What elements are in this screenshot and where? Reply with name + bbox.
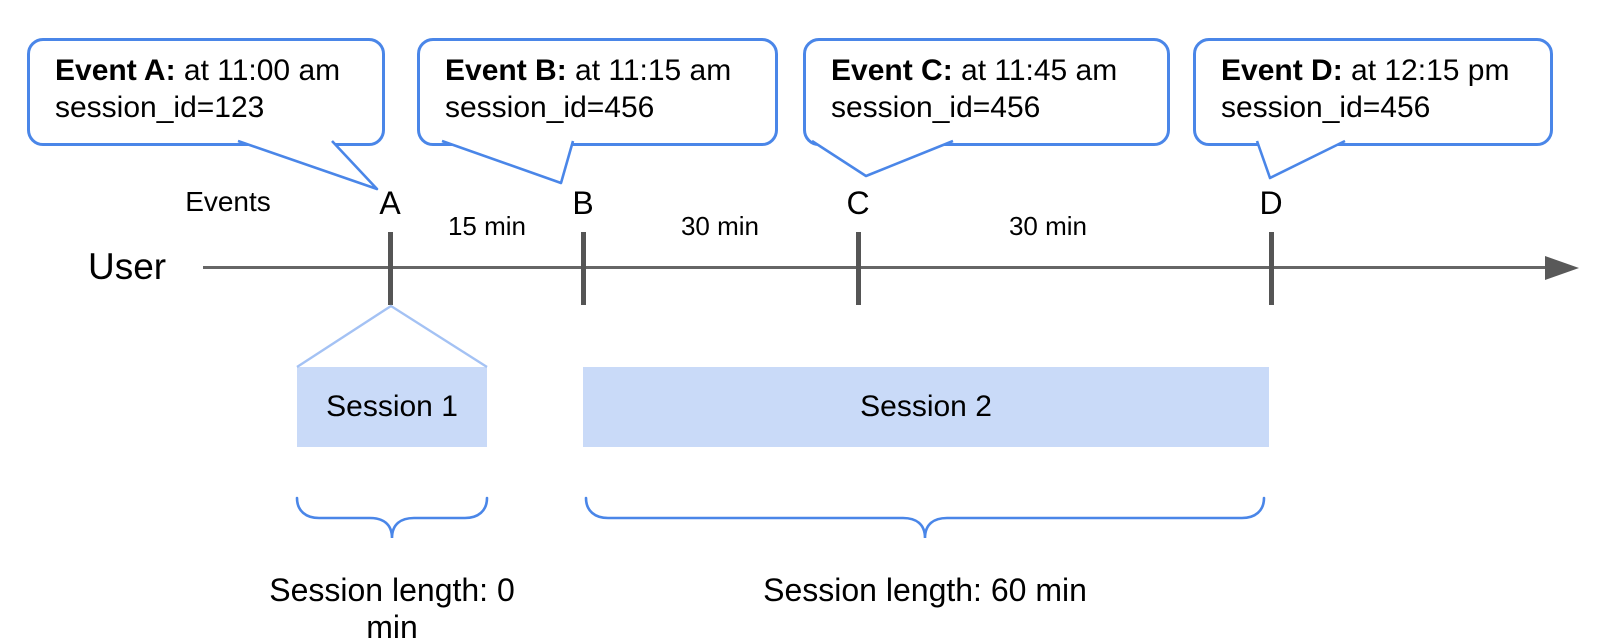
event-c-callout-tail <box>811 139 954 178</box>
event-d-callout: Event D: at 12:15 pm session_id=456 <box>1193 38 1553 146</box>
session-1-bar-label: Session 1 <box>326 390 458 423</box>
event-c-callout: Event C: at 11:45 am session_id=456 <box>803 38 1170 146</box>
event-b-callout-detail: session_id=456 <box>445 91 655 124</box>
event-d-callout-time: at 12:15 pm <box>1342 54 1510 87</box>
event-c-callout-time: at 11:45 am <box>952 54 1118 87</box>
event-d-callout-tail <box>1255 139 1346 180</box>
event-a-callout-tail <box>237 139 379 191</box>
event-a-label: A <box>379 185 401 221</box>
user-axis-label: User <box>88 246 167 287</box>
event-a-callout-title: Event A: <box>55 54 176 87</box>
event-b-tick <box>581 232 586 305</box>
session-1-bar: Session 1 <box>297 367 487 447</box>
event-a-callout: Event A: at 11:00 am session_id=123 <box>27 38 385 146</box>
event-c-callout-title: Event C: <box>831 54 953 87</box>
interval-label-cd: 30 min <box>1008 211 1088 241</box>
session-2-bar-label: Session 2 <box>860 390 992 423</box>
event-a-callout-detail: session_id=123 <box>55 91 265 124</box>
session-2-brace <box>584 496 1266 539</box>
event-c-callout-detail: session_id=456 <box>831 91 1041 124</box>
event-a-callout-time: at 11:00 am <box>175 54 341 87</box>
interval-label-ab: 15 min <box>447 211 527 241</box>
events-row-label: Events <box>185 186 271 217</box>
event-d-tick <box>1269 232 1274 305</box>
event-c-tick <box>856 232 861 305</box>
timeline-axis <box>203 266 1551 269</box>
event-a-tick <box>388 232 393 305</box>
event-d-callout-title: Event D: <box>1221 54 1343 87</box>
event-d-label: D <box>1259 185 1283 221</box>
interval-label-bc: 30 min <box>680 211 760 241</box>
session-1-length-label: Session length: 0 min <box>269 572 515 642</box>
session-1-brace <box>295 496 489 539</box>
event-d-callout-detail: session_id=456 <box>1221 91 1431 124</box>
event-c-label: C <box>846 185 870 221</box>
session-1-funnel <box>296 304 488 369</box>
event-b-callout: Event B: at 11:15 am session_id=456 <box>417 38 778 146</box>
event-b-label: B <box>572 185 594 221</box>
session-2-bar: Session 2 <box>583 367 1269 447</box>
session-2-length-label: Session length: 60 min <box>763 572 1087 608</box>
event-b-callout-tail <box>441 139 575 185</box>
event-b-callout-time: at 11:15 am <box>566 54 732 87</box>
event-b-callout-title: Event B: <box>445 54 567 87</box>
